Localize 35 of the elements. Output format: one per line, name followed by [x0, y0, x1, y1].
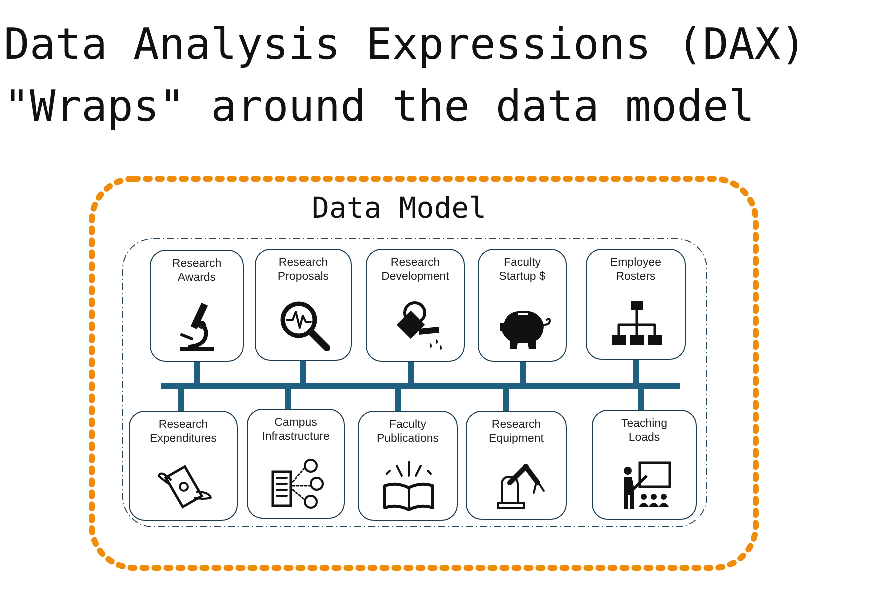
table-name: Teaching Loads — [620, 417, 669, 445]
table-card — [478, 249, 567, 362]
table-name: Research Equipment — [488, 418, 545, 446]
table-card — [586, 249, 686, 360]
table-name: Faculty Publications — [376, 418, 440, 446]
connector-line — [178, 389, 184, 411]
table-name: Research Proposals — [276, 256, 330, 284]
connector-line — [503, 389, 509, 411]
connector-line — [285, 389, 291, 409]
table-name: Campus Infrastructure — [261, 416, 331, 444]
table-card — [247, 409, 345, 519]
connector-line — [395, 389, 401, 411]
data-model-region — [88, 175, 760, 572]
bus-bar — [161, 383, 680, 389]
connector-line — [633, 360, 639, 383]
table-card — [255, 249, 352, 361]
table-card — [129, 411, 238, 521]
connector-line — [408, 362, 414, 383]
region-heading: Data Model — [312, 191, 487, 225]
connector-line — [520, 362, 526, 383]
connector-line — [638, 389, 644, 410]
table-name: Research Expenditures — [148, 418, 218, 446]
table-name: Research Development — [380, 256, 450, 284]
table-card — [466, 411, 567, 520]
table-name: Employee Rosters — [609, 256, 663, 284]
connector-line — [194, 362, 200, 383]
table-card — [592, 410, 697, 520]
table-card — [150, 250, 244, 362]
dash-dot-boundary — [122, 238, 708, 528]
table-name: Faculty Startup $ — [498, 256, 547, 284]
title: Data Analysis Expressions (DAX) "Wraps" around the data model — [4, 19, 808, 134]
table-card — [366, 249, 465, 362]
table-card — [358, 411, 458, 521]
connector-line — [300, 361, 306, 383]
table-name: Research Awards — [171, 257, 223, 285]
